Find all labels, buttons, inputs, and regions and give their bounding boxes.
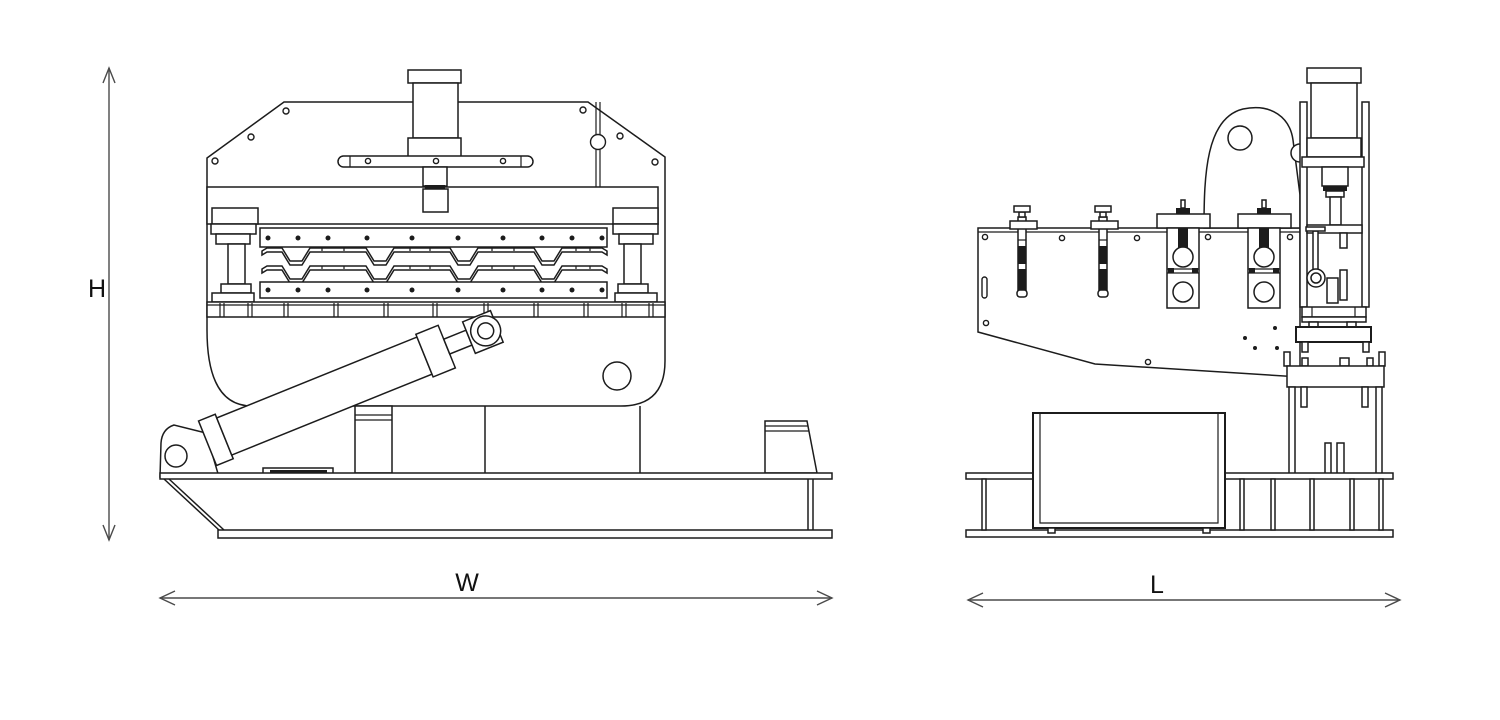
column-pedestal — [1286, 365, 1385, 388]
arrowhead-right — [1384, 592, 1402, 608]
base-frame-side — [965, 412, 1394, 538]
cylinder-body — [412, 82, 459, 139]
corrugation-notches — [321, 248, 591, 269]
dimension-width: W — [158, 569, 834, 606]
guide-post-left — [210, 223, 257, 303]
gusset-bracket — [1203, 107, 1301, 229]
length-label: L — [1150, 571, 1164, 599]
body-hole — [602, 361, 632, 391]
dimension-length: L — [966, 571, 1402, 608]
column-rail-right — [1361, 101, 1370, 308]
pedestal-center — [354, 405, 393, 474]
width-label: W — [455, 569, 479, 597]
side-cylinder-cap — [1306, 67, 1362, 84]
base-cabinet-box — [1032, 412, 1226, 529]
rod-pin-circle — [589, 133, 607, 151]
side-plate-holes — [981, 233, 1294, 366]
piston-seal — [425, 185, 445, 189]
front-body-plate — [206, 101, 666, 407]
beam-spacer-left — [211, 207, 259, 225]
capsule-bolts — [364, 157, 507, 165]
corrugated-sheet-upper — [261, 247, 608, 266]
bed-rail — [206, 301, 666, 318]
front-guide-rod — [589, 102, 607, 187]
plate-slot — [981, 276, 988, 299]
side-view — [965, 67, 1394, 538]
pedestal-right — [764, 420, 818, 474]
column-base-block — [1295, 326, 1372, 343]
piston-rod — [422, 166, 448, 187]
roller-stand-1 — [1156, 199, 1211, 309]
tilt-cylinder — [159, 309, 505, 478]
column-leg-left — [1288, 386, 1296, 475]
arrowhead-left — [966, 592, 984, 608]
column-rail-left — [1299, 101, 1308, 308]
front-view — [159, 69, 833, 539]
front-body-rivets — [211, 106, 659, 166]
die-top-bar-bolts — [265, 235, 605, 241]
arrowhead-down — [102, 524, 116, 542]
base-bottom-flange-side — [965, 529, 1394, 538]
column-leg-right — [1375, 386, 1383, 475]
dimension-height: H — [88, 66, 116, 542]
stud-bolt-2 — [1090, 205, 1119, 298]
cylinder-cap — [407, 69, 462, 84]
front-top-cylinder — [337, 69, 534, 213]
base-top-plate-front — [159, 472, 833, 480]
gusset-hole — [1227, 125, 1253, 151]
arrowhead-up — [102, 66, 116, 84]
ram-block — [422, 188, 449, 213]
height-label: H — [88, 275, 106, 303]
die-bottom-bar — [259, 281, 608, 299]
roller-upper — [1172, 246, 1194, 268]
beam-spacer-right — [612, 207, 659, 225]
column-notch — [1290, 143, 1301, 163]
bed-rail-joints — [219, 303, 654, 317]
base-bottom-flange-front — [217, 529, 833, 539]
roller-lower — [1253, 281, 1275, 303]
side-cylinder-body — [1310, 82, 1358, 139]
roller-lower — [1172, 281, 1194, 303]
arrowhead-left — [158, 590, 176, 606]
arrowhead-right — [816, 590, 834, 606]
clevis-pivot-hole — [164, 444, 188, 468]
cylinder-mount-plate — [1301, 156, 1365, 168]
base-frame-front — [159, 472, 833, 539]
side-cylinder-flange — [1306, 137, 1362, 158]
front-supports — [262, 405, 818, 476]
rod-end-eye-inner — [476, 322, 495, 340]
roller-stand-2 — [1237, 199, 1292, 309]
die-bottom-bar-bolts — [265, 287, 605, 293]
cylinder-flange — [407, 137, 462, 158]
stud-bolt-1 — [1009, 205, 1038, 298]
die-top-bar — [259, 227, 608, 248]
roller-upper — [1253, 246, 1275, 268]
